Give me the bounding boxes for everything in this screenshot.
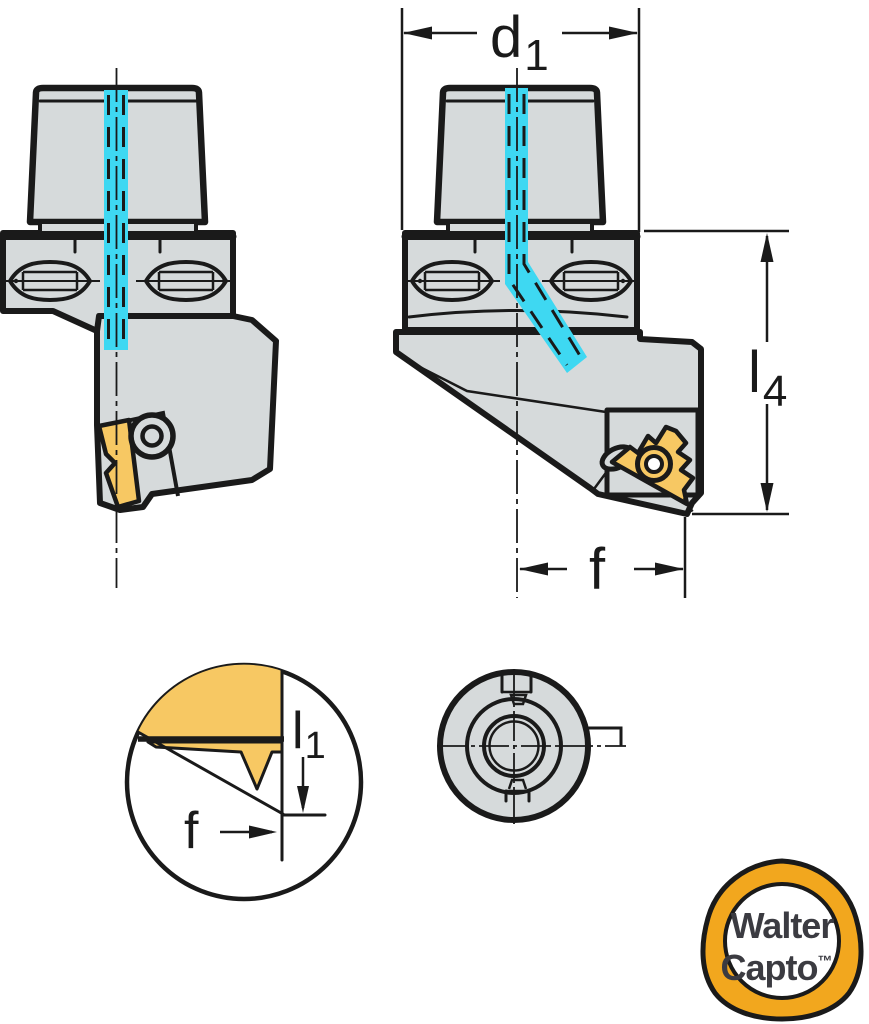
detail-view: l1 f	[124, 662, 364, 902]
detail-flank-line	[136, 730, 285, 816]
d1-arrow-right	[609, 26, 638, 40]
slot-center-dot	[13, 278, 19, 284]
front-view-slot-right	[542, 260, 637, 302]
f-arrow-left	[519, 562, 548, 576]
detail-insert-body	[138, 664, 282, 738]
slot-rect	[562, 270, 620, 292]
d1-arrow-left	[403, 26, 432, 40]
logo-text-line1: Walter	[731, 905, 835, 946]
dimension-f-front: f	[519, 517, 687, 602]
front-view-pilot-lines	[473, 237, 574, 254]
side-view	[0, 68, 279, 588]
keyway-walls	[500, 671, 533, 694]
side-view-pilot-lines	[73, 237, 162, 254]
slot-center-dot	[417, 278, 423, 284]
f-detail-arrow-right	[249, 825, 277, 839]
side-view-slot-left	[3, 260, 100, 302]
l4-arrow-down	[760, 483, 774, 512]
l4-label: l4	[748, 340, 787, 416]
logo-text-line2: Capto™	[721, 947, 832, 988]
front-view-slot-left	[404, 260, 500, 302]
dimension-l1: l1	[292, 702, 326, 813]
front-view	[393, 68, 704, 598]
side-view-head	[94, 313, 279, 513]
front-view-insert-screw-hole	[644, 454, 664, 474]
front-view-flange-curve	[407, 309, 629, 319]
l1-arrow-down	[297, 786, 309, 813]
front-view-crease-line	[407, 359, 607, 414]
slot-center-dot	[620, 278, 626, 284]
keyway-wedge	[507, 778, 528, 790]
logo-inner-circle	[723, 882, 841, 1000]
l1-label: l1	[292, 702, 326, 767]
end-view-bottom-keyway	[504, 778, 531, 803]
dimension-l4: l4	[644, 229, 789, 516]
slot-rect	[157, 270, 215, 292]
end-view-top-keyway	[500, 671, 533, 706]
side-view-screw-inner	[140, 424, 164, 448]
dimension-annotations: d1 l4 f	[400, 5, 789, 602]
l4-arrow-up	[760, 233, 774, 262]
front-view-tip-dashed-leader	[682, 497, 696, 515]
f-detail-label: f	[184, 802, 199, 860]
l4-extension-lines	[644, 229, 789, 516]
dimension-f-detail: f	[184, 802, 277, 860]
keyway-walls	[504, 789, 531, 803]
f-label: f	[589, 537, 606, 602]
keyway-wedge	[509, 693, 528, 706]
slot-center-dot	[221, 278, 227, 284]
f-arrow-right	[655, 562, 684, 576]
slot-rect	[423, 270, 481, 292]
d1-extension-lines	[400, 8, 641, 232]
end-view	[437, 669, 626, 824]
front-view-coolant-dash-right	[522, 94, 584, 360]
dimension-d1: d1	[400, 5, 641, 232]
side-view-slot-right	[136, 260, 231, 302]
d1-label: d1	[490, 5, 549, 80]
slot-rect	[21, 270, 79, 292]
walter-capto-logo: Walter Capto™	[700, 858, 864, 1022]
end-view-side-tab	[587, 726, 623, 747]
